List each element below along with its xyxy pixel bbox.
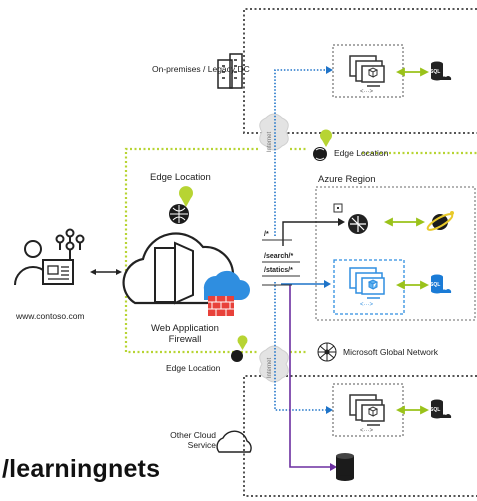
route-storage [289, 285, 330, 468]
waf-label-line1: Web Application [151, 323, 219, 334]
vnet-label-azure: <···> [360, 302, 374, 308]
search-service-icon [348, 214, 368, 234]
route-statics-label: /statics/* [264, 267, 293, 274]
route-root-label: /* [264, 231, 269, 238]
sql-icon-azure [431, 274, 452, 294]
route-other-cloud [274, 282, 326, 411]
other-cloud-icon [216, 430, 252, 453]
vnet-label-other: <···> [360, 428, 374, 434]
edge-location-label-main: Edge Location [150, 172, 211, 183]
vnet-label-onprem: <···> [360, 89, 374, 95]
route-search [282, 221, 338, 246]
internet-label-top: Internet [267, 131, 274, 153]
azure-region-box [315, 186, 476, 321]
other-cloud-label: Other Cloud Service [158, 430, 216, 450]
sql-label-azure: SQL [430, 282, 441, 288]
edge-location-label-bottom: Edge Location [166, 363, 221, 373]
onprem-label: On-premises / Legacy DC [152, 64, 250, 74]
sql-icon-onprem [431, 61, 452, 81]
route-search-label: /search/* [264, 253, 294, 260]
other-cloud-label-line2: Service [187, 440, 216, 450]
edge-boundary-top-right [290, 147, 477, 155]
azure-region-label: Azure Region [318, 174, 376, 185]
global-network-label: Microsoft Global Network [343, 347, 438, 357]
sql-icon-other [431, 399, 452, 419]
sql-label-other: SQL [430, 407, 441, 413]
client-link-arrow [90, 269, 122, 275]
internet-label-bottom: Internet [267, 357, 274, 379]
edge-boundary [124, 147, 258, 354]
sql-label-onprem: SQL [430, 69, 441, 75]
watermark-text: /learningnets [2, 455, 161, 483]
waf-label-line2: Firewall [168, 334, 202, 345]
building-icon [217, 53, 243, 89]
internet-cloud-top [259, 113, 289, 151]
small-search-glyph-icon [333, 203, 343, 213]
edge-pin-icon-bottom [231, 335, 248, 362]
site-label: www.contoso.com [16, 311, 85, 321]
vm-group-other [332, 383, 404, 437]
waf-label: Web Application Firewall [144, 323, 226, 345]
edge-pin-icon-main [169, 186, 194, 224]
global-network-icon [317, 342, 337, 362]
cosmos-db-icon [426, 211, 454, 231]
other-cloud-label-line1: Other Cloud [170, 430, 216, 440]
db-link-arrows [383, 67, 430, 415]
edge-location-label-top: Edge Location [334, 148, 389, 158]
internet-cloud-bottom [259, 345, 289, 383]
storage-cylinder-icon [336, 453, 354, 481]
edge-pin-icon-top [313, 129, 332, 161]
onprem-boundary [243, 8, 477, 134]
route-onprem [274, 69, 326, 236]
client-user-icon [14, 228, 85, 286]
waf-firewall-icon [203, 270, 250, 316]
